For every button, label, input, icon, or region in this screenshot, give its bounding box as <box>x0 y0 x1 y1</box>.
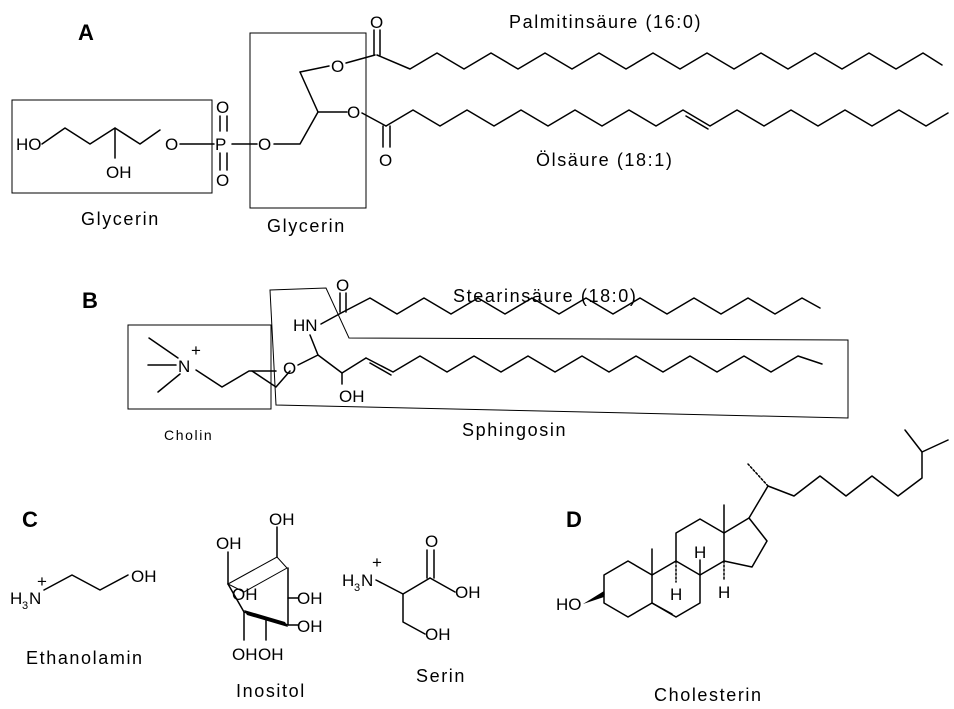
ethanolamin-chain <box>43 574 129 591</box>
cholin-chain <box>195 369 277 388</box>
cholin-chain-2 <box>251 370 291 388</box>
atom-plus-serin: + <box>372 553 382 572</box>
glycerin-ch2-o <box>299 65 330 73</box>
atom-oh-glycerin: OH <box>106 163 132 182</box>
atom-oh-inositol-7: OH <box>258 645 284 664</box>
panel-b: B N + O HN OH O Stearinsäure (18:0) Chol… <box>82 276 849 443</box>
glycerin-frame-2 <box>249 32 367 209</box>
stearin-chain <box>342 297 821 315</box>
olsaure-chain <box>385 109 949 127</box>
glycerin-backbone-1 <box>41 127 161 145</box>
panel-d: D H H H HO Cholesterin <box>556 429 949 705</box>
label-olsaure: Ölsäure (18:1) <box>536 150 673 170</box>
atom-oh-inositol-1: OH <box>269 510 295 529</box>
atom-oh-serin: OH <box>425 625 451 644</box>
atom-oh-inositol-4: OH <box>297 589 323 608</box>
atom-o-ester-3: O <box>331 57 344 76</box>
atom-oh-ethanolamin: OH <box>131 567 157 586</box>
atom-oh-sphingosin: OH <box>339 387 365 406</box>
glycerin-frame-1 <box>11 99 213 194</box>
atom-3-serin: 3 <box>354 582 360 594</box>
glycerin-backbone-2 <box>273 111 348 145</box>
atom-p: P <box>215 135 226 154</box>
atom-n-ethanolamin: N <box>29 589 41 608</box>
atom-plus-ethanolamin: + <box>37 572 47 591</box>
atom-h-9: H <box>670 585 682 604</box>
label-palmitinsaure: Palmitinsäure (16:0) <box>509 12 702 32</box>
inositol-ring-back <box>226 556 288 593</box>
label-inositol: Inositol <box>236 681 306 701</box>
panel-c-label: C <box>22 507 38 532</box>
atom-n-cholin: N <box>178 357 190 376</box>
atom-o-phosphate-top: O <box>216 98 229 117</box>
panel-d-label: D <box>566 507 582 532</box>
atom-ho-cholesterin: HO <box>556 595 582 614</box>
side-chain-methyl <box>747 463 769 487</box>
atom-oh-inositol-5: OH <box>297 617 323 636</box>
serin-ch2oh <box>402 593 426 635</box>
serin-backbone <box>375 577 431 595</box>
atom-ho-glycerin: HO <box>16 135 42 154</box>
atom-o-phosphate-bottom: O <box>216 171 229 190</box>
cholesterin-side-chain <box>748 439 949 519</box>
ho-wedge <box>583 591 604 604</box>
panel-a-label: A <box>78 20 94 45</box>
label-stearinsaure: Stearinsäure (18:0) <box>453 286 637 306</box>
atom-n-charge: + <box>191 341 201 360</box>
label-serin: Serin <box>416 666 466 686</box>
atom-o-ester-1: O <box>165 135 178 154</box>
atom-o-ester-4: O <box>347 103 360 122</box>
atom-o-ester-2: O <box>258 135 271 154</box>
label-cholin: Cholin <box>164 427 213 443</box>
sphingosin-chain <box>365 355 823 373</box>
bond-o-c-palmitin <box>345 54 376 64</box>
atom-oh-inositol-2: OH <box>216 534 242 553</box>
atom-o-carbonyl-stearin: O <box>336 276 349 295</box>
atom-h-serin: H <box>342 571 354 590</box>
glycerin-backbone-2-up <box>299 71 319 113</box>
atom-o-serin: O <box>425 532 438 551</box>
atom-h-8: H <box>694 543 706 562</box>
atom-hn: HN <box>293 316 318 335</box>
label-ethanolamin: Ethanolamin <box>26 648 144 668</box>
atom-3-ethanolamin: 3 <box>22 600 28 612</box>
bond-o-c-olsaure <box>361 112 387 127</box>
atom-h-14: H <box>718 583 730 602</box>
atom-h-ethanolamin: H <box>10 589 22 608</box>
bond-c-nh <box>309 334 319 356</box>
panel-a: A HO OH O P O O O O O O <box>11 12 949 236</box>
label-cholesterin: Cholesterin <box>654 685 763 705</box>
atom-o-cholin: O <box>283 359 296 378</box>
olsaure-double-bond <box>685 115 709 130</box>
sphingosin-double-bond <box>369 362 392 376</box>
label-sphingosin: Sphingosin <box>462 420 567 440</box>
inositol-structure: OH OH OH OH OH OH OH <box>216 510 323 664</box>
atom-oh-inositol-3: OH <box>232 585 258 604</box>
sphingosin-backbone <box>297 354 367 374</box>
label-glycerin-2: Glycerin <box>267 216 346 236</box>
palmitin-chain <box>376 52 943 70</box>
ring-a <box>603 560 653 618</box>
atom-oh-inositol-6: OH <box>232 645 258 664</box>
side-chain-branch <box>904 429 923 453</box>
bond-methyl-1 <box>148 337 179 359</box>
atom-n-serin: N <box>361 571 373 590</box>
ring-c <box>675 518 725 576</box>
atom-o-carbonyl-palmitin: O <box>370 13 383 32</box>
ring-b-double-bond <box>651 602 673 615</box>
panel-c: C H 3 N + OH OH OH OH OH OH OH <box>10 507 481 701</box>
serin-coh-bond <box>429 577 456 593</box>
serin-structure: H 3 N + O OH OH <box>342 532 481 644</box>
ring-d <box>723 517 768 568</box>
atom-oh-serin-acid: OH <box>455 583 481 602</box>
panel-b-label: B <box>82 288 98 313</box>
atom-o-carbonyl-olsaure: O <box>379 151 392 170</box>
label-glycerin-1: Glycerin <box>81 209 160 229</box>
bond-methyl-3 <box>157 373 181 393</box>
bond-n-c-stearin <box>320 311 344 325</box>
ethanolamin-structure: H 3 N + OH <box>10 567 157 612</box>
cholin-frame <box>127 324 272 410</box>
sphingosin-frame <box>269 287 849 419</box>
